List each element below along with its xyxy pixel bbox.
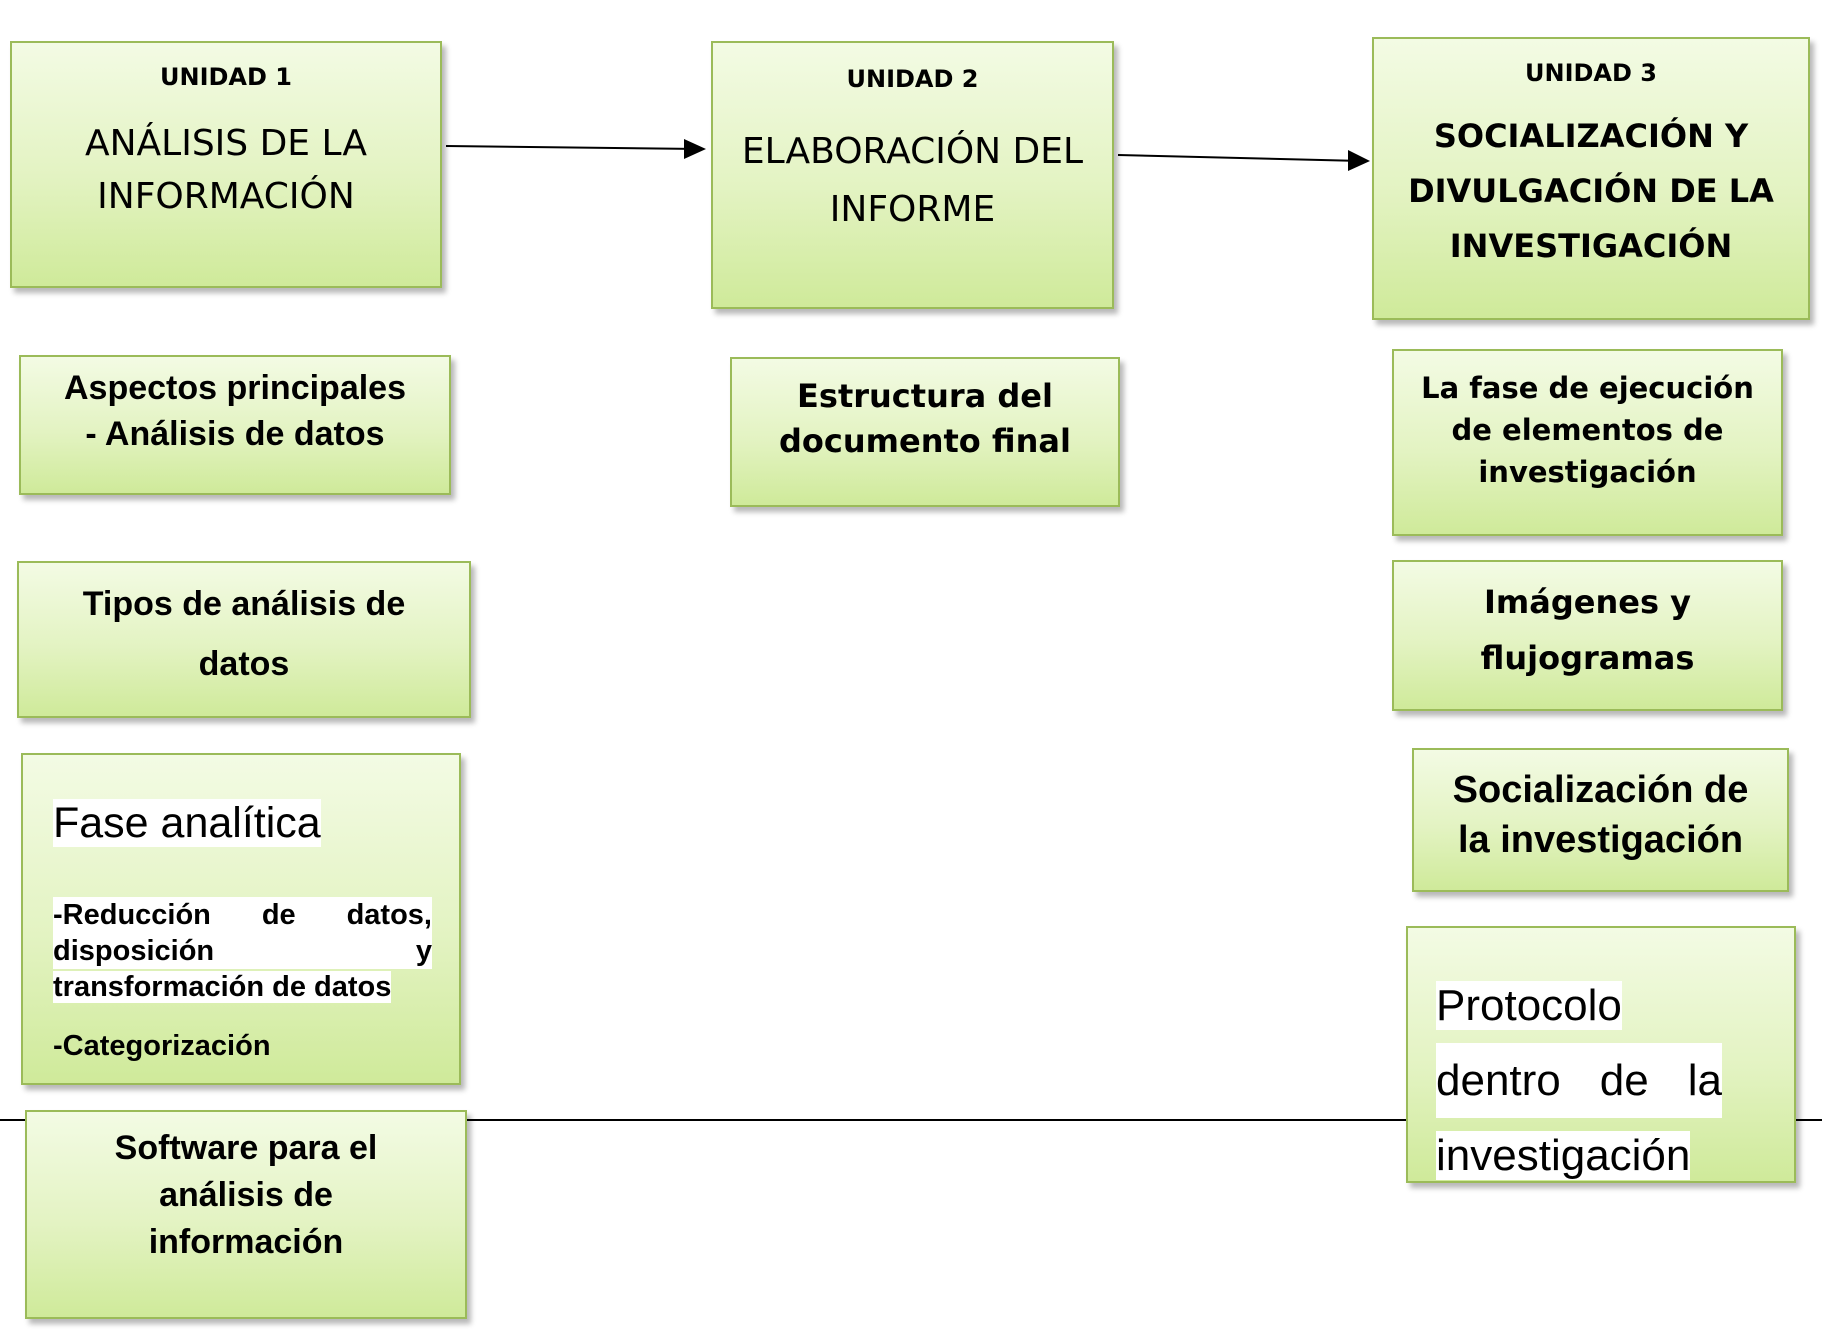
- fase-ejecucion-label: La fase de ejecución de elementos de inv…: [1421, 367, 1754, 493]
- unit2-box: UNIDAD 2 ELABORACIÓN DEL INFORME: [711, 41, 1114, 309]
- line-text: transformación de datos: [53, 971, 392, 1003]
- label-line: Imágenes y: [1484, 583, 1691, 621]
- label-line: La fase de ejecución: [1421, 371, 1754, 405]
- software-analisis-label: Software para el análisis de información: [115, 1125, 378, 1266]
- unit2-header: UNIDAD 2: [846, 65, 979, 93]
- label-line: Estructura del: [797, 377, 1053, 416]
- label-line: información: [148, 1223, 344, 1261]
- fase-analitica-title: Fase analítica: [53, 799, 321, 847]
- imagenes-flujogramas-label: Imágenes y flujogramas: [1481, 574, 1695, 686]
- protocolo-body: Protocolo dentro de la investigación: [1436, 968, 1722, 1193]
- socializacion-investigacion-box: Socialización de la investigación: [1412, 748, 1789, 892]
- fase-analitica-body: -Reducción de datos, disposición y trans…: [53, 897, 432, 1064]
- line-text: -Categorización: [53, 1030, 271, 1062]
- word: datos,: [346, 899, 432, 931]
- arrow-unit2-to-unit3-head: [1348, 150, 1370, 171]
- fase-line-2: disposición y: [53, 933, 432, 969]
- label-line: Tipos de análisis de: [82, 584, 406, 623]
- protocolo-line-3: investigación: [1436, 1118, 1722, 1193]
- label-line: documento final: [779, 422, 1071, 460]
- label-line: investigación: [1478, 455, 1697, 489]
- socializacion-investigacion-label: Socialización de la investigación: [1453, 765, 1749, 865]
- unit1-title: ANÁLISIS DE LA INFORMACIÓN: [85, 117, 367, 224]
- fase-line-3: transformación de datos: [53, 969, 432, 1005]
- estructura-documento-box: Estructura del documento final: [730, 357, 1120, 507]
- unit3-title-line: SOCIALIZACIÓN Y: [1433, 117, 1749, 155]
- protocolo-line-1: Protocolo: [1436, 968, 1722, 1043]
- label-line: Software para el: [114, 1129, 378, 1167]
- fase-analitica-box: Fase analítica -Reducción de datos, disp…: [21, 753, 461, 1085]
- unit1-title-line: INFORMACIÓN: [97, 176, 355, 218]
- protocolo-line-2: dentro de la: [1436, 1043, 1722, 1118]
- estructura-documento-label: Estructura del documento final: [779, 374, 1071, 464]
- unit3-title-line: DIVULGACIÓN DE LA: [1408, 172, 1774, 211]
- unit2-title-line: INFORME: [829, 188, 996, 230]
- word: de: [261, 899, 296, 931]
- unit3-box: UNIDAD 3 SOCIALIZACIÓN Y DIVULGACIÓN DE …: [1372, 37, 1810, 320]
- label-line: análisis de: [159, 1176, 333, 1214]
- unit2-title-line: ELABORACIÓN DEL: [741, 131, 1084, 172]
- aspectos-principales-box: Aspectos principales - Análisis de datos: [19, 355, 451, 495]
- aspectos-principales-label: Aspectos principales - Análisis de datos: [64, 366, 406, 457]
- unit2-title: ELABORACIÓN DEL INFORME: [742, 123, 1083, 238]
- label-line: Socialización de: [1452, 769, 1749, 811]
- unit1-title-line: ANÁLISIS DE LA: [84, 123, 368, 164]
- line-text: Protocolo: [1436, 981, 1622, 1030]
- unit3-title: SOCIALIZACIÓN Y DIVULGACIÓN DE LA INVEST…: [1408, 109, 1774, 274]
- word: dentro: [1436, 1056, 1561, 1105]
- tipos-analisis-box: Tipos de análisis de datos: [17, 561, 471, 718]
- word: -Reducción: [53, 899, 211, 931]
- word: la: [1687, 1056, 1722, 1105]
- word: disposición: [53, 935, 215, 967]
- fase-line-1: -Reducción de datos,: [53, 897, 432, 933]
- label-line: Aspectos principales: [63, 369, 406, 408]
- unit1-box: UNIDAD 1 ANÁLISIS DE LA INFORMACIÓN: [10, 41, 442, 288]
- unit1-header: UNIDAD 1: [160, 63, 292, 91]
- label-line: la investigación: [1457, 819, 1744, 861]
- unit3-title-line: INVESTIGACIÓN: [1449, 227, 1733, 266]
- label-line: de elementos de: [1451, 413, 1724, 447]
- word: de: [1599, 1056, 1649, 1105]
- arrow-unit1-to-unit2-head: [684, 139, 706, 159]
- fase-line-4: -Categorización: [53, 1028, 432, 1064]
- arrow-unit2-to-unit3: [1117, 154, 1363, 162]
- label-line: datos: [198, 644, 290, 683]
- unit3-header: UNIDAD 3: [1525, 59, 1657, 87]
- label-line: flujogramas: [1480, 639, 1695, 677]
- word: y: [415, 935, 432, 967]
- protocolo-investigacion-box: Protocolo dentro de la investigación: [1406, 926, 1796, 1183]
- fase-ejecucion-box: La fase de ejecución de elementos de inv…: [1392, 349, 1783, 536]
- label-line: - Análisis de datos: [85, 415, 385, 453]
- horizontal-divider-line: [0, 1119, 1822, 1121]
- imagenes-flujogramas-box: Imágenes y flujogramas: [1392, 560, 1783, 711]
- tipos-analisis-label: Tipos de análisis de datos: [83, 575, 406, 695]
- fase-analitica-title-wrap: Fase analítica: [53, 799, 321, 848]
- arrow-unit1-to-unit2: [445, 145, 701, 150]
- software-analisis-box: Software para el análisis de información: [25, 1110, 467, 1319]
- line-text: investigación: [1436, 1131, 1691, 1180]
